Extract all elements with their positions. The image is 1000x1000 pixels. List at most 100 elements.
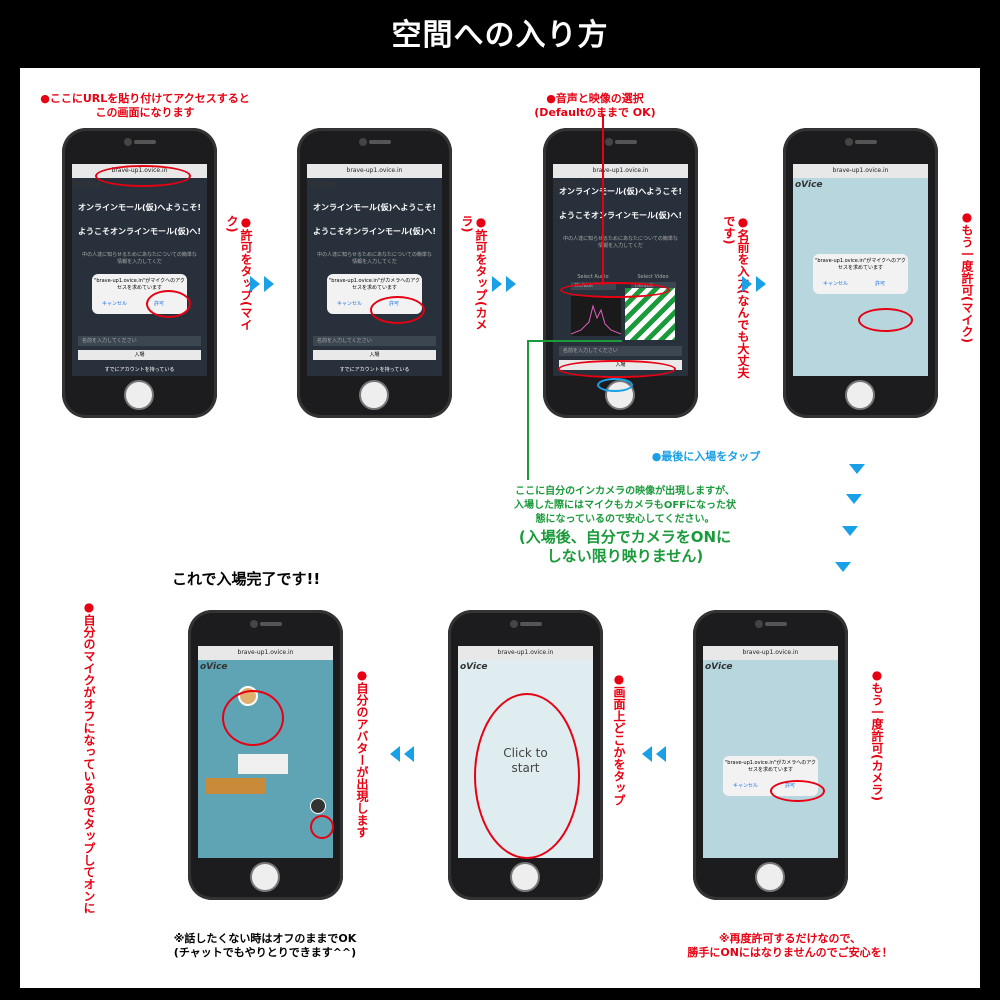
url-bar[interactable]: brave-up1.ovice.in	[307, 164, 442, 178]
pointer-line	[602, 115, 604, 285]
mic-toggle-icon[interactable]	[310, 798, 326, 814]
step1-side: ●許可をタップ(マイク)	[225, 215, 253, 331]
step6-side: ●画面上どこかをタップ	[612, 672, 626, 806]
home-button	[359, 380, 389, 410]
name-input[interactable]: 名前を入力してください	[78, 336, 201, 346]
cancel-button[interactable]: キャンセル	[733, 783, 759, 789]
speaker	[260, 622, 282, 626]
url-highlight	[95, 165, 191, 187]
mic-highlight	[310, 815, 334, 839]
home-button	[755, 862, 785, 892]
mic-permission-dialog: "brave-up1.ovice.in"がマイクへのアクセスを求めています キャ…	[813, 254, 908, 294]
tap-enter-note: ●最後に入場をタップ	[651, 450, 761, 463]
ovice-logo: oVice	[705, 662, 733, 672]
tap-highlight	[474, 693, 580, 859]
name-input[interactable]: 名前を入力してください	[559, 346, 682, 356]
camera-dot	[755, 620, 763, 628]
url-bar[interactable]: brave-up1.ovice.in	[458, 646, 593, 660]
arrow-left-icon	[390, 746, 400, 762]
speaker	[134, 140, 156, 144]
enter-button[interactable]: 入場	[78, 350, 201, 360]
screen: brave-up1.ovice.in oVice "brave-up1.ovic…	[793, 164, 928, 376]
info-text: 中の人達に知らせるためにあなたについての簡単な情報を入力してくだ	[563, 236, 678, 249]
arrow-right-icon	[756, 276, 766, 292]
map-furniture	[206, 778, 266, 794]
green-line	[527, 340, 622, 342]
arrow-left-icon	[656, 746, 666, 762]
name-highlight	[558, 360, 676, 378]
url-bar[interactable]: brave-up1.ovice.in	[198, 646, 333, 660]
arrow-down-icon	[842, 526, 858, 536]
url-bar[interactable]: brave-up1.ovice.in	[703, 646, 838, 660]
welcome-text-2: ようこそオンラインモール(仮)へ!	[78, 227, 201, 236]
ovice-logo: oVice	[795, 180, 823, 190]
arrow-right-icon	[742, 276, 752, 292]
account-link[interactable]: すでにアカウントを持っている	[104, 367, 175, 373]
avatar-highlight	[222, 690, 284, 746]
info-text: 中の人達に知らせるためにあなたについての簡単な情報を入力してくだ	[317, 252, 432, 265]
arrow-left-icon	[642, 746, 652, 762]
green-line	[527, 340, 529, 480]
ovice-logo: oVice	[460, 662, 488, 672]
allow-highlight	[146, 290, 191, 318]
welcome-text-1: オンラインモール(仮)へようこそ!	[559, 187, 682, 196]
cancel-button[interactable]: キャンセル	[337, 301, 363, 307]
arrow-right-icon	[250, 276, 260, 292]
dialog-text: "brave-up1.ovice.in"がマイクへのアクセスを求めています	[815, 258, 906, 271]
ovice-logo: oVice	[200, 662, 228, 672]
screen: brave-up1.ovice.in oVice オンラインモール(仮)へようこ…	[72, 164, 207, 376]
allow-highlight	[858, 308, 913, 332]
arrow-right-icon	[492, 276, 502, 292]
screen: brave-up1.ovice.in oVice オンラインモール(仮)へようこ…	[307, 164, 442, 376]
select-highlight	[560, 282, 670, 298]
url-bar[interactable]: brave-up1.ovice.in	[553, 164, 688, 178]
account-link[interactable]: すでにアカウントを持っている	[339, 367, 410, 373]
speaker	[369, 140, 391, 144]
screen: brave-up1.ovice.in oVice オンラインモール(仮)へようこ…	[553, 164, 688, 376]
url-bar[interactable]: brave-up1.ovice.in	[793, 164, 928, 178]
select-audio-label: Select Audio	[577, 274, 609, 280]
speaker	[615, 140, 637, 144]
arrow-left-icon	[404, 746, 414, 762]
audio-spectrum	[570, 296, 622, 336]
step1-note: ●ここにURLを貼り付けてアクセスすると この画面になります	[40, 92, 250, 119]
camera-dot	[605, 138, 613, 146]
select-video-label: Select Video	[637, 274, 669, 280]
ovice-logo: oVice	[74, 180, 102, 190]
dialog-text: "brave-up1.ovice.in"がカメラへのアクセスを求めています	[329, 278, 420, 291]
camera-dot	[845, 138, 853, 146]
step2-side: ●許可をタップ(カメラ)	[460, 215, 488, 331]
cancel-button[interactable]: キャンセル	[102, 301, 128, 307]
name-input[interactable]: 名前を入力してください	[313, 336, 436, 346]
step7-side-avatar: ●自分のアバターが出現します	[355, 668, 369, 838]
step7-bottom-note: ※話したくない時はオフのままでOK (チャットでもやりとりできます^^)	[173, 932, 357, 959]
welcome-text-1: オンラインモール(仮)へようこそ!	[313, 203, 436, 212]
cancel-button[interactable]: キャンセル	[823, 281, 849, 287]
allow-highlight	[370, 296, 425, 324]
home-button	[124, 380, 154, 410]
dialog-text: "brave-up1.ovice.in"がマイクへのアクセスを求めています	[94, 278, 185, 291]
step3-note: ●音声と映像の選択 (Defaultのままで OK)	[534, 92, 656, 119]
phone-step2: brave-up1.ovice.in oVice オンラインモール(仮)へようこ…	[297, 128, 452, 418]
enter-highlight	[597, 378, 633, 392]
allow-button[interactable]: 許可	[875, 281, 886, 287]
ovice-logo: oVice	[309, 180, 337, 190]
step3-side: ●名前を入力(なんでも大丈夫です)	[722, 215, 750, 379]
home-button	[845, 380, 875, 410]
welcome-text-2: ようこそオンラインモール(仮)へ!	[559, 211, 682, 220]
speaker	[520, 622, 542, 626]
camera-dot	[250, 620, 258, 628]
arrow-down-icon	[849, 464, 865, 474]
step7-side-mic: ●自分のマイクがオフになっているのでタップしてオンに	[82, 600, 96, 914]
step5-bottom-note: ※再度許可するだけなので、 勝手にONにはなりませんのでご安心を！	[687, 932, 893, 959]
ovice-logo: oVice	[555, 180, 583, 190]
welcome-text-2: ようこそオンラインモール(仮)へ!	[313, 227, 436, 236]
enter-button[interactable]: 入場	[313, 350, 436, 360]
screen: brave-up1.ovice.in oVice	[198, 646, 333, 858]
info-text: 中の人達に知らせるためにあなたについての簡単な情報を入力してくだ	[82, 252, 197, 265]
camera-dot	[510, 620, 518, 628]
dialog-text: "brave-up1.ovice.in"がカメラへのアクセスを求めています	[725, 760, 816, 773]
phone-step7: brave-up1.ovice.in oVice	[188, 610, 343, 900]
speaker	[855, 140, 877, 144]
welcome-text-1: オンラインモール(仮)へようこそ!	[78, 203, 201, 212]
